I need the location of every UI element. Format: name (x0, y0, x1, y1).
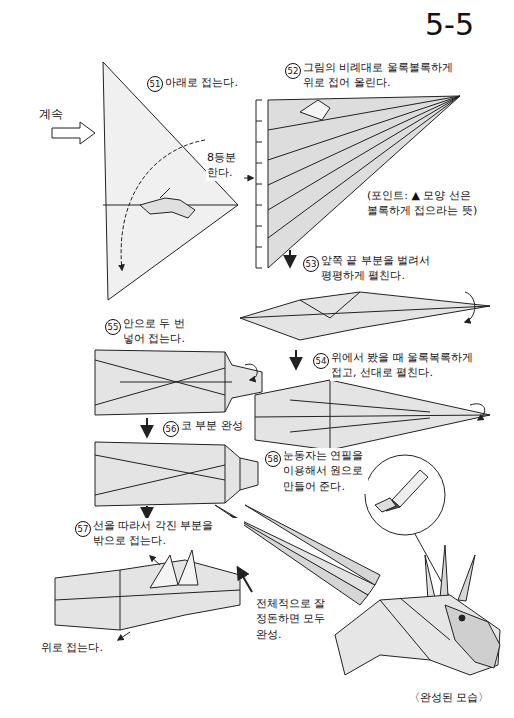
division-bracket (240, 100, 262, 268)
step-54-figure (330, 380, 331, 450)
step-53-figure (240, 292, 490, 340)
step-54-figure (470, 404, 485, 420)
pencil-magnifier (365, 455, 458, 612)
pencil-magnifier (375, 498, 396, 512)
division-bracket (256, 163, 262, 164)
finished-dragon (380, 600, 430, 660)
step-54-figure (255, 380, 490, 450)
finished-dragon (215, 505, 500, 675)
finished-dragon (335, 595, 500, 675)
step-57-figure (118, 632, 130, 640)
step-55-figure (120, 382, 232, 383)
continue-label: 계속 (38, 106, 64, 123)
step-56-figure (95, 455, 225, 480)
instruction-text: 전체적으로 잘 정돈하면 모두 완성. (255, 596, 329, 642)
step-55-figure (95, 350, 262, 415)
step-54-figure (290, 418, 430, 432)
step-54-figure (255, 380, 490, 450)
step-number: 58 (265, 451, 281, 467)
step-51-figure (160, 188, 170, 198)
step-55-figure (245, 364, 257, 380)
step-arrow (146, 506, 148, 518)
step-55-figure (95, 368, 225, 405)
instruction-text: 그림의 비례대로 울록볼록하게 위로 접어 올린다. (302, 60, 479, 91)
step-57-figure (178, 550, 198, 585)
step-arrow (295, 350, 297, 368)
pencil-magnifier (392, 470, 428, 507)
step-52-figure (268, 96, 460, 268)
step-53-figure (465, 292, 475, 322)
step-55-figure (95, 350, 262, 415)
step-number: 54 (313, 353, 329, 369)
instruction-text: 위에서 봤을 때 울록복록하게 접고, 선대로 펼친다. (330, 350, 497, 381)
instruction-text: 위로 접는다. (40, 640, 104, 655)
instruction-text: 아래로 접는다. (164, 75, 239, 90)
step-57-figure (150, 555, 178, 588)
step-57-figure (55, 560, 240, 630)
step-57-figure (120, 570, 121, 630)
step-54-figure (290, 400, 430, 412)
step-54-figure (255, 415, 490, 417)
step-number: 55 (105, 319, 121, 335)
step-56-figure (95, 465, 225, 495)
step-52-figure (268, 96, 460, 268)
division-bracket (256, 247, 262, 248)
page-number: 5-5 (425, 8, 474, 41)
instruction-text: 앞쪽 끝 부분을 벌려서 평평하게 펼친다. (320, 253, 462, 284)
step-55-figure (225, 352, 226, 412)
division-bracket (256, 184, 262, 185)
finished-dragon (445, 605, 500, 668)
division-bracket (256, 226, 262, 227)
step-51-figure (103, 62, 238, 300)
step-number: 53 (303, 256, 319, 272)
finished-dragon (400, 598, 450, 640)
pencil-magnifier (365, 455, 445, 535)
division-bracket (256, 121, 262, 122)
step-arrow (146, 418, 148, 436)
step-57-figure (55, 590, 240, 600)
step-51-figure (103, 62, 238, 300)
step-56-figure (240, 458, 241, 490)
step-52-figure (300, 100, 330, 120)
finished-dragon (230, 515, 375, 595)
instruction-text: 선을 따라서 각진 부분을 밖으로 접는다. (92, 518, 244, 549)
caption-text: 〈완성된 모습〉 (408, 690, 491, 705)
continue-arrow (52, 122, 95, 144)
step-56-figure (225, 445, 226, 503)
step-arrow (289, 250, 291, 266)
instruction-text: 안으로 두 번 넣어 접는다. (122, 316, 204, 347)
note-text: (포인트: ▲ 모양 선은 볼록하게 접으라는 뜻) (366, 188, 496, 219)
step-53-figure (240, 292, 490, 340)
division-bracket (256, 142, 262, 143)
instruction-text: 8등분 한다. (206, 150, 244, 181)
step-number: 51 (147, 76, 163, 92)
step-53-figure (240, 306, 490, 318)
step-53-figure (300, 300, 330, 318)
instruction-text: 눈동자는 연필을 이용해서 원으로 만들어 준다. (282, 448, 368, 494)
step-51-figure (140, 198, 195, 218)
step-number: 56 (163, 421, 179, 437)
step-51-figure (121, 140, 205, 270)
finished-dragon (245, 505, 380, 585)
finished-dragon (440, 545, 448, 598)
step-number: 57 (75, 521, 91, 537)
finished-dragon (238, 568, 252, 592)
finished-dragon (425, 555, 435, 600)
step-56-figure (95, 442, 258, 506)
step-53-figure (330, 292, 360, 318)
step-52-figure (268, 96, 460, 185)
step-57-figure (55, 550, 240, 640)
step-55-figure (95, 360, 225, 395)
continue-arrow (52, 122, 95, 144)
division-bracket (256, 100, 262, 268)
step-52-figure (268, 96, 460, 160)
finished-dragon (459, 615, 465, 621)
division-bracket (256, 205, 262, 206)
step-56-figure (95, 442, 258, 506)
instruction-text: 코 부분 완성 (180, 418, 244, 433)
step-number: 52 (285, 63, 301, 79)
finished-dragon (458, 555, 475, 601)
step-57-figure (150, 556, 160, 565)
